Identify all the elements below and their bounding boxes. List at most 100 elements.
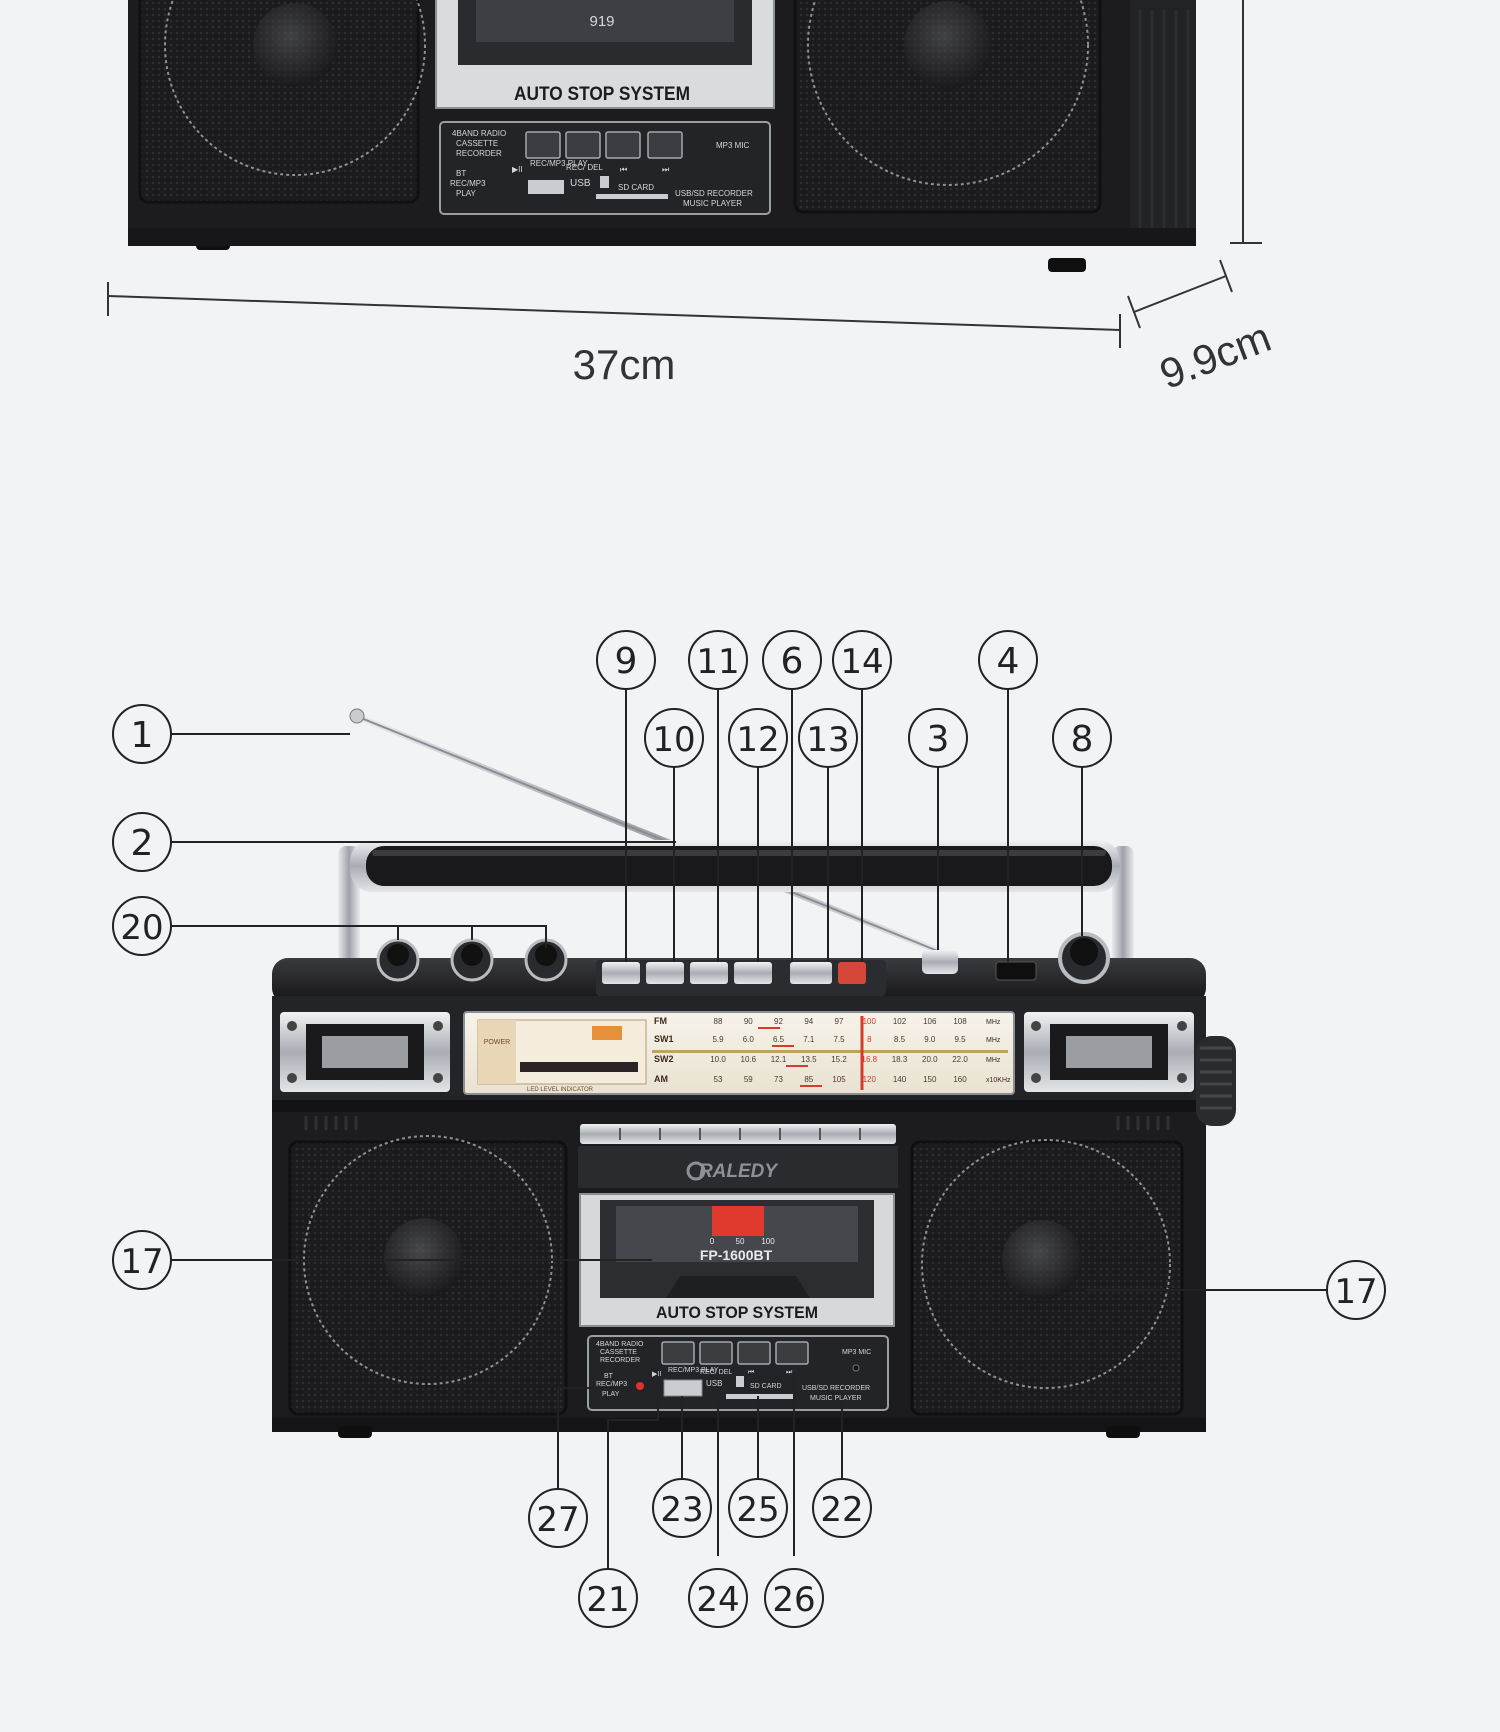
radio-top-sd-slot[interactable] <box>596 194 668 199</box>
cassette-top-grill <box>580 1124 896 1144</box>
band-sw2-tick-label: 13.5 <box>801 1055 817 1064</box>
left-tape-window <box>280 1012 450 1092</box>
radio-top-button-4[interactable] <box>647 131 683 159</box>
band-sw2-tick-label: 22.0 <box>952 1055 968 1064</box>
screw <box>1177 1021 1187 1031</box>
speaker-vent-right <box>1116 1116 1170 1130</box>
callout-4: 4 <box>978 630 1038 690</box>
screw <box>1031 1073 1041 1083</box>
band-sw2-tick-label: 12.1 <box>771 1055 787 1064</box>
band-am-marker <box>800 1085 822 1087</box>
radio-top-button-1[interactable] <box>525 131 561 159</box>
brand-plate <box>578 1146 898 1188</box>
band-am-tick-label: 160 <box>953 1075 967 1084</box>
band-sw2-unit: MHz <box>986 1057 1001 1064</box>
radio-top-left-speaker-ring <box>164 0 426 176</box>
meter-scale-100: 100 <box>761 1237 775 1246</box>
rec-delete-button[interactable] <box>699 1341 733 1365</box>
screw <box>1031 1021 1041 1031</box>
btn-label-5: ⏭ <box>786 1369 793 1376</box>
band-name-fm: FM <box>654 1016 667 1026</box>
band-fm-tick-label: 97 <box>835 1017 844 1026</box>
btn-label-3: REC/ DEL <box>700 1369 732 1376</box>
radio-top-btn-label-5: ⏭ <box>662 165 669 174</box>
btn-label-2: REC/MP3 PLAY <box>668 1367 719 1374</box>
left-speaker-cone <box>384 1218 464 1298</box>
radio-top-left-speaker <box>138 0 420 204</box>
callout-21: 21 <box>578 1568 638 1628</box>
callout-22-label: 22 <box>820 1490 863 1530</box>
callout-13-label: 13 <box>806 720 849 760</box>
screw <box>287 1021 297 1031</box>
piano-key-5[interactable] <box>790 962 832 984</box>
tuning-wheel-ribs <box>1200 1046 1232 1110</box>
brand-name: RALEDY <box>699 1161 779 1182</box>
model-name: FP-1600BT <box>700 1247 773 1263</box>
right-tape-mechanism <box>1066 1036 1152 1068</box>
band-sw1-tick-label: 7.5 <box>833 1035 845 1044</box>
record-key[interactable] <box>838 962 866 984</box>
sd-card-slot[interactable] <box>726 1394 794 1399</box>
radio-top-usb-port[interactable] <box>528 180 564 194</box>
radio-top-side-ribs <box>1138 10 1190 232</box>
band-fm-unit: MHz <box>986 1019 1001 1026</box>
callout-14: 14 <box>832 630 892 690</box>
radio-divider <box>272 1100 1206 1112</box>
btn-label-4: ⏮ <box>748 1369 754 1376</box>
lock-icon <box>736 1376 744 1387</box>
next-button[interactable] <box>775 1341 809 1365</box>
callout-6: 6 <box>762 630 822 690</box>
callout-11: 11 <box>688 630 748 690</box>
right-speaker-ring <box>921 1139 1171 1389</box>
radio-top-control-panel <box>439 121 771 215</box>
radio-top-button-2[interactable] <box>565 131 601 159</box>
band-fm-marker <box>758 1027 780 1029</box>
band-am-tick-label: 59 <box>744 1075 753 1084</box>
band-sw2-tick-label: 18.3 <box>892 1055 908 1064</box>
piano-key-1[interactable] <box>602 962 640 984</box>
radio-top-panel-bt-3: PLAY <box>456 189 477 198</box>
radio-top-right-speaker <box>793 0 1102 214</box>
callout-22: 22 <box>812 1478 872 1538</box>
usb-port[interactable] <box>663 1379 703 1397</box>
callout-27-label: 27 <box>536 1500 579 1540</box>
screw <box>1177 1073 1187 1083</box>
right-speaker-cone <box>1002 1220 1082 1300</box>
band-am-tick-label: 140 <box>893 1075 907 1084</box>
callout-9: 9 <box>596 630 656 690</box>
previous-button[interactable] <box>737 1341 771 1365</box>
band-sw2-tick-label: 15.2 <box>831 1055 847 1064</box>
knob-3-cap <box>535 944 557 966</box>
function-switch[interactable] <box>995 961 1037 981</box>
piano-key-2[interactable] <box>646 962 684 984</box>
band-fm-tick-label: 106 <box>923 1017 937 1026</box>
callout-20-label: 20 <box>120 908 163 948</box>
band-sw1-tick-label: 6.0 <box>743 1035 755 1044</box>
piano-key-3[interactable] <box>690 962 728 984</box>
radio-top-panel-bt-1: BT <box>456 169 466 178</box>
piano-keys <box>596 960 886 996</box>
band-fm-tick-label: 100 <box>863 1017 877 1026</box>
band-name-sw2: SW2 <box>654 1054 674 1064</box>
led-peak-zone <box>592 1026 622 1040</box>
volume-knob-cap <box>1070 938 1098 966</box>
band-fm-tick-label: 90 <box>744 1017 753 1026</box>
radio-top-panel-bt-2: REC/MP3 <box>450 179 486 188</box>
callout-14-label: 14 <box>840 642 883 682</box>
radio-top-buttons <box>525 131 683 159</box>
radio-top-usb-label: USB <box>570 178 591 189</box>
callout-17-right: 17 <box>1326 1260 1386 1320</box>
band-sw1-tick-label: 6.5 <box>773 1035 785 1044</box>
piano-key-4[interactable] <box>734 962 772 984</box>
panel-right-1: USB/SD RECORDER <box>802 1385 870 1392</box>
knob-1-cap <box>387 944 409 966</box>
play-pause-button[interactable] <box>661 1341 695 1365</box>
callout-13: 13 <box>798 708 858 768</box>
power-indicator-area <box>478 1020 516 1084</box>
foot-right <box>1106 1426 1140 1438</box>
radio-top-button-3[interactable] <box>605 131 641 159</box>
band-selector[interactable] <box>922 950 958 974</box>
callout-8-label: 8 <box>1071 719 1094 760</box>
band-am-tick-label: 85 <box>804 1075 813 1084</box>
